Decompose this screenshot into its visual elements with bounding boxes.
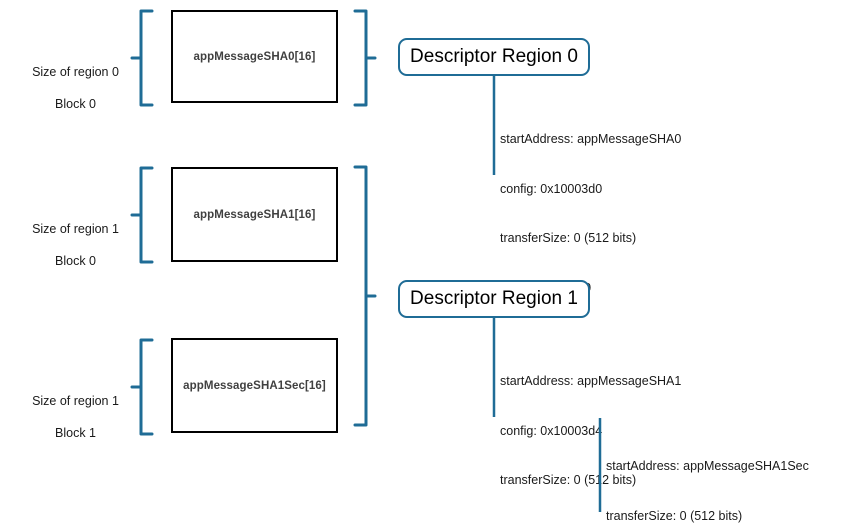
field-config: config: 0x10003d0 bbox=[500, 181, 603, 196]
field-transfer-size: transferSize: 0 (512 bits) bbox=[500, 473, 637, 487]
memory-block-label: appMessageSHA0[16] bbox=[193, 50, 316, 63]
descriptor-region-1-box[interactable]: Descriptor Region 1 bbox=[398, 280, 590, 318]
descriptor-region-1-fields: startAddress: appMessageSHA1 config: 0x1… bbox=[500, 340, 681, 524]
field-start-address: startAddress: appMessageSHA0 bbox=[500, 132, 682, 146]
field-secondary-list: secondaryList: icmSecList bbox=[500, 522, 681, 524]
size-label-line1: Size of region 1 bbox=[32, 222, 119, 236]
descriptor-region-1-title: Descriptor Region 1 bbox=[410, 288, 578, 309]
connector-line-region0 bbox=[492, 75, 496, 175]
descriptor-region-0-title: Descriptor Region 0 bbox=[410, 46, 578, 67]
left-bracket-block2-icon bbox=[130, 338, 154, 436]
memory-block-appmessagesha1sec: appMessageSHA1Sec[16] bbox=[171, 338, 338, 433]
right-bracket-region0-icon bbox=[353, 9, 377, 107]
secondary-list-fields: startAddress: appMessageSHA1Sec transfer… bbox=[606, 425, 809, 524]
size-label-region1-block0: Size of region 1 Block 0 bbox=[8, 205, 143, 285]
right-bracket-region1-icon bbox=[353, 165, 377, 427]
descriptor-region-0-box[interactable]: Descriptor Region 0 bbox=[398, 38, 590, 76]
field-transfer-size: transferSize: 0 (512 bits) bbox=[500, 231, 637, 245]
field-start-address: startAddress: appMessageSHA1Sec bbox=[606, 459, 809, 473]
size-label-region1-block1: Size of region 1 Block 1 bbox=[8, 377, 143, 457]
size-label-line2: Block 0 bbox=[55, 254, 96, 268]
left-bracket-block0-icon bbox=[130, 9, 154, 107]
field-start-address: startAddress: appMessageSHA1 bbox=[500, 374, 682, 388]
memory-block-appmessagesha1: appMessageSHA1[16] bbox=[171, 167, 338, 262]
field-config: config: 0x10003d4 bbox=[500, 423, 603, 438]
size-label-line2: Block 0 bbox=[55, 97, 96, 111]
memory-block-label: appMessageSHA1[16] bbox=[193, 208, 316, 221]
size-label-line2: Block 1 bbox=[55, 426, 96, 440]
memory-block-label: appMessageSHA1Sec[16] bbox=[183, 379, 326, 392]
size-label-line1: Size of region 1 bbox=[32, 394, 119, 408]
size-label-region0-block0: Size of region 0 Block 0 bbox=[8, 48, 143, 128]
memory-block-appmessagesha0: appMessageSHA0[16] bbox=[171, 10, 338, 103]
size-label-line1: Size of region 0 bbox=[32, 65, 119, 79]
left-bracket-block1-icon bbox=[130, 166, 154, 264]
field-transfer-size: transferSize: 0 (512 bits) bbox=[606, 508, 743, 523]
connector-line-secondary-list bbox=[598, 418, 602, 512]
connector-line-region1 bbox=[492, 317, 496, 417]
